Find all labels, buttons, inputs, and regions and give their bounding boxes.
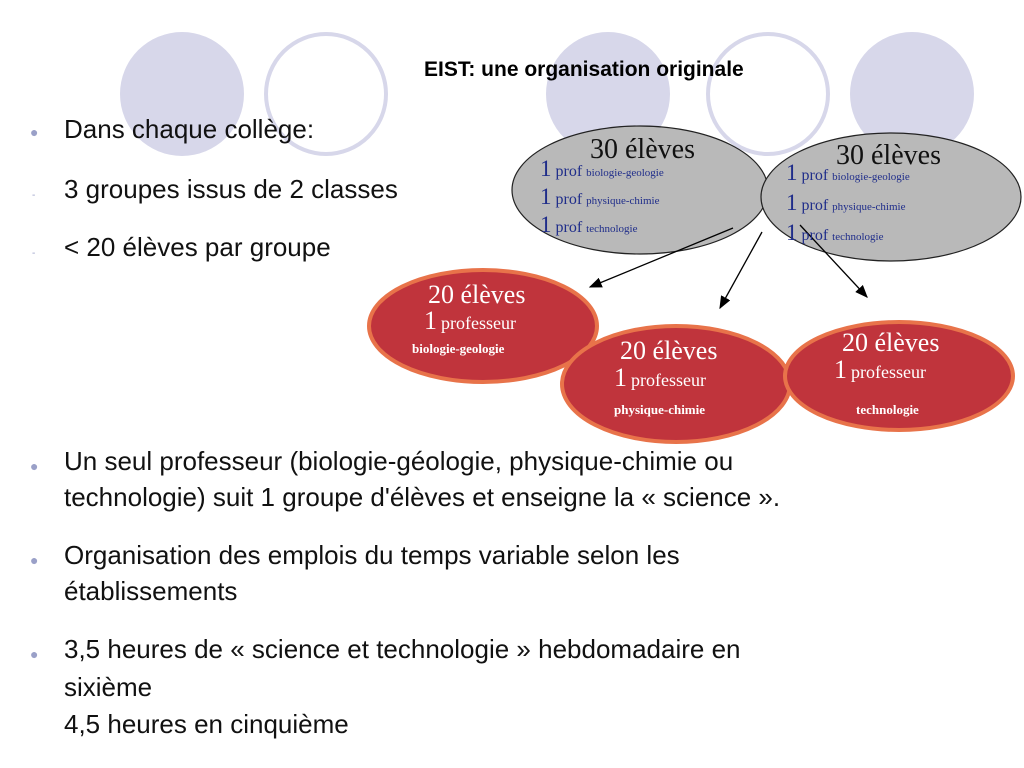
prof-word: prof [555, 163, 583, 180]
group-prof-count: 1 [614, 363, 627, 392]
prof-subject: technologie [832, 231, 884, 243]
dash-marker: - [32, 190, 36, 201]
bullet-marker: ● [30, 552, 39, 568]
bullet-marker: ● [30, 646, 39, 662]
group-subject: technologie [856, 402, 919, 417]
prof-word: prof [555, 219, 583, 236]
bullet-text: établissements [64, 576, 238, 606]
group-prof-word: professeur [441, 313, 516, 333]
prof-subject: physique-chimie [832, 201, 906, 213]
prof-row: 1 prof technologie [786, 220, 883, 246]
group-subject: biologie-geologie [412, 341, 505, 356]
prof-count: 1 [786, 160, 798, 185]
prof-row: 1 prof technologie [540, 212, 637, 238]
prof-subject: biologie-geologie [832, 171, 910, 183]
class-count: 30 élèves [590, 134, 695, 165]
prof-word: prof [801, 227, 829, 244]
bullet-marker: ● [30, 124, 39, 140]
group-prof: 1 professeur [834, 355, 926, 385]
intro-sub-item: 3 groupes issus de 2 classes [64, 174, 398, 204]
group-ellipse [367, 268, 599, 384]
group-count: 20 élèves [620, 336, 718, 365]
prof-count: 1 [540, 184, 552, 209]
prof-word: prof [555, 191, 583, 208]
group-count: 20 élèves [842, 328, 940, 357]
group-subject: physique-chimie [614, 402, 706, 417]
bullet-text: 3,5 heures de « science et technologie »… [64, 634, 741, 664]
arrow [719, 231, 763, 310]
prof-row: 1 prof biologie-geologie [540, 156, 664, 182]
prof-row: 1 prof biologie-geologie [786, 160, 910, 186]
decor-circle [706, 32, 830, 156]
prof-count: 1 [540, 212, 552, 237]
group-prof-word: professeur [851, 362, 926, 382]
intro-heading: Dans chaque collège: [64, 114, 315, 144]
group-prof-count: 1 [424, 306, 437, 335]
prof-subject: technologie [586, 223, 638, 235]
group-ellipse [783, 320, 1015, 432]
bullet-text: 4,5 heures en cinquième [64, 709, 349, 739]
prof-word: prof [801, 167, 829, 184]
class-count: 30 élèves [836, 140, 941, 171]
bullet-text: Un seul professeur (biologie-géologie, p… [64, 446, 734, 476]
prof-row: 1 prof physique-chimie [786, 190, 905, 216]
group-prof: 1 professeur [614, 363, 706, 393]
prof-word: prof [801, 197, 829, 214]
decor-circle [264, 32, 388, 156]
intro-sub-item: < 20 élèves par groupe [64, 232, 331, 262]
prof-count: 1 [786, 220, 798, 245]
prof-subject: biologie-geologie [586, 167, 664, 179]
group-count: 20 élèves [428, 280, 526, 309]
arrow [799, 224, 868, 298]
bullet-text: sixième [64, 672, 153, 702]
decor-circle [120, 32, 244, 156]
dash-marker: - [32, 248, 36, 259]
prof-count: 1 [786, 190, 798, 215]
group-prof-word: professeur [631, 370, 706, 390]
page-title: EIST: une organisation originale [424, 58, 744, 81]
group-prof: 1 professeur [424, 306, 516, 336]
arrow [588, 227, 734, 288]
bullet-text: Organisation des emplois du temps variab… [64, 540, 680, 570]
prof-row: 1 prof physique-chimie [540, 184, 659, 210]
group-prof-count: 1 [834, 355, 847, 384]
bullet-marker: ● [30, 458, 39, 474]
prof-subject: physique-chimie [586, 195, 660, 207]
prof-count: 1 [540, 156, 552, 181]
class-ellipse [760, 132, 1022, 262]
bullet-text: technologie) suit 1 groupe d'élèves et e… [64, 482, 781, 512]
